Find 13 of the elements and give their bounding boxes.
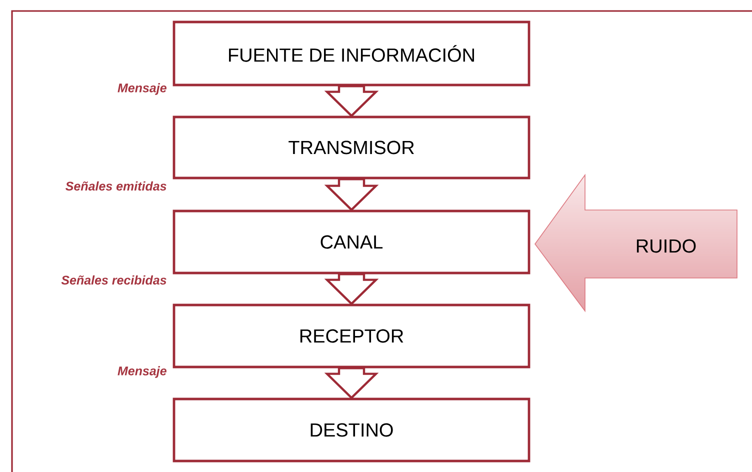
flow-label: Mensaje xyxy=(118,366,166,378)
block-arrow xyxy=(324,367,379,400)
flow-label: Mensaje xyxy=(118,83,166,95)
flow-label: Señales recibidas xyxy=(61,275,166,285)
process-box: TRANSMISOR xyxy=(172,116,530,180)
block-arrow xyxy=(324,178,379,212)
process-box: CANAL xyxy=(172,210,530,274)
process-box: RECEPTOR xyxy=(172,304,530,368)
process-box: DESTINO xyxy=(172,398,530,462)
block-arrow xyxy=(324,85,379,118)
block-arrow xyxy=(324,273,379,306)
process-box: FUENTE DE INFORMACIÓN xyxy=(172,20,530,86)
flow-label: Señales emitidas xyxy=(66,181,166,191)
